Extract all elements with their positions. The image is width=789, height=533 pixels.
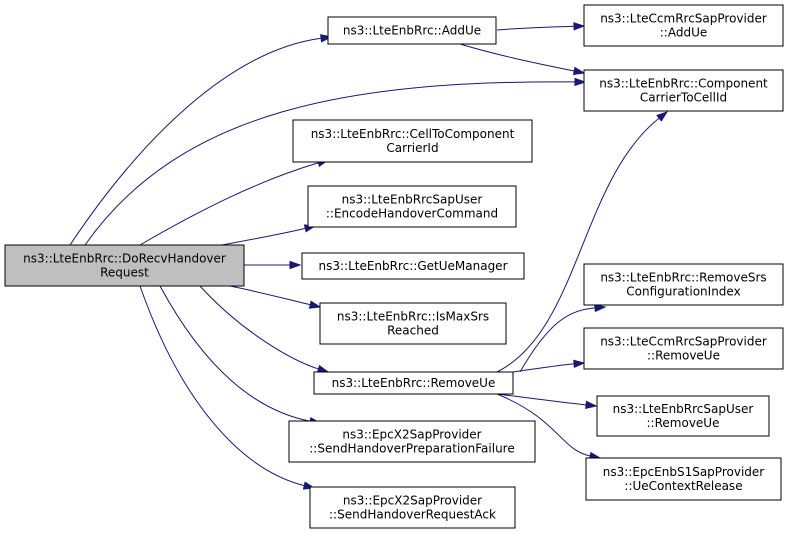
arrowhead-removeue-to-sap_removeue bbox=[585, 400, 598, 410]
node-box bbox=[596, 395, 770, 437]
node-box bbox=[583, 327, 784, 370]
node-label-line: Reached bbox=[387, 324, 439, 338]
node-ccm-addue[interactable]: ns3::LteCcmRrcSapProvider::AddUe bbox=[583, 4, 784, 47]
node-box bbox=[583, 263, 784, 306]
node-label-line: ns3::EpcX2SapProvider bbox=[342, 428, 481, 442]
node-label-line: ns3::LteEnbRrc::Component bbox=[599, 77, 768, 91]
node-sap-removeue[interactable]: ns3::LteEnbRrcSapUser::RemoveUe bbox=[596, 395, 770, 437]
node-box bbox=[292, 119, 533, 163]
node-box bbox=[585, 457, 782, 501]
node-label-line: ns3::EpcEnbS1SapProvider bbox=[603, 465, 764, 479]
node-label-line: ns3::EpcX2SapProvider bbox=[343, 494, 482, 508]
node-addue[interactable]: ns3::LteEnbRrc::AddUe bbox=[327, 16, 497, 45]
edge-root-to-cell_to_cc bbox=[139, 162, 320, 246]
nodes-layer: ns3::LteEnbRrc::DoRecvHandoverRequestns3… bbox=[4, 4, 784, 529]
arrowhead-root-to-removeue bbox=[316, 364, 330, 373]
node-getue[interactable]: ns3::LteEnbRrc::GetUeManager bbox=[301, 252, 525, 280]
node-box bbox=[319, 302, 507, 345]
node-label-line: ns3::LteEnbRrc::AddUe bbox=[343, 24, 481, 38]
edges-layer bbox=[69, 22, 669, 490]
node-prepfail[interactable]: ns3::EpcX2SapProvider::SendHandoverPrepa… bbox=[288, 420, 536, 463]
node-label-line: CarrierToCellId bbox=[640, 91, 727, 105]
node-encode[interactable]: ns3::LteEnbRrcSapUser::EncodeHandoverCom… bbox=[307, 185, 517, 228]
edge-removeue-to-removesrs bbox=[519, 307, 597, 373]
node-label-line: ConfigurationIndex bbox=[626, 285, 740, 299]
node-label-line: ::SendHandoverRequestAck bbox=[329, 508, 496, 522]
node-box bbox=[301, 252, 525, 280]
node-reqack[interactable]: ns3::EpcX2SapProvider::SendHandoverReque… bbox=[309, 486, 516, 529]
node-box bbox=[288, 420, 536, 463]
edge-root-to-cc_to_cell bbox=[84, 81, 577, 246]
edge-root-to-removeue bbox=[199, 285, 320, 370]
node-label-line: ::RemoveUe bbox=[647, 349, 720, 363]
edge-removeue-to-uectx bbox=[496, 393, 592, 457]
node-box bbox=[313, 371, 514, 395]
node-label-line: ns3::LteEnbRrc::IsMaxSrs bbox=[337, 310, 489, 324]
node-label-line: ns3::LteEnbRrc::GetUeManager bbox=[319, 259, 508, 273]
node-label-line: CarrierId bbox=[386, 141, 438, 155]
node-label-line: ns3::LteEnbRrc::RemoveSrs bbox=[600, 271, 766, 285]
node-label-line: ns3::LteCcmRrcSapProvider bbox=[600, 12, 767, 26]
node-removeue[interactable]: ns3::LteEnbRrc::RemoveUe bbox=[313, 371, 514, 395]
node-box bbox=[307, 185, 517, 228]
edge-addue-to-cc_to_cell bbox=[459, 43, 576, 72]
node-label-line: ::SendHandoverPreparationFailure bbox=[309, 442, 514, 456]
node-box bbox=[309, 486, 516, 529]
edge-root-to-ismaxsrs bbox=[229, 285, 312, 306]
node-label-line: ::RemoveUe bbox=[647, 416, 720, 430]
arrowhead-addue-to-cc_to_cell bbox=[572, 66, 586, 76]
edge-removeue-to-ccm_removeue bbox=[512, 363, 576, 373]
node-box bbox=[327, 16, 497, 45]
node-label-line: ns3::LteCcmRrcSapProvider bbox=[600, 335, 767, 349]
node-ccm-removeue[interactable]: ns3::LteCcmRrcSapProvider::RemoveUe bbox=[583, 327, 784, 370]
edge-removeue-to-cc_to_cell bbox=[496, 117, 661, 373]
node-label-line: ns3::LteEnbRrc::RemoveUe bbox=[332, 376, 496, 390]
arrowhead-removeue-to-ccm_removeue bbox=[573, 359, 586, 369]
node-label-line: ns3::LteEnbRrc::DoRecvHandover bbox=[23, 252, 226, 266]
edge-root-to-encode bbox=[221, 227, 307, 246]
arrowhead-removeue-to-removesrs bbox=[594, 303, 607, 313]
node-label-line: Request bbox=[100, 266, 149, 280]
arrowhead-root-to-cc_to_cell bbox=[574, 77, 587, 87]
node-box bbox=[4, 244, 245, 287]
arrowhead-root-to-getue bbox=[289, 260, 302, 270]
edge-root-to-reqack bbox=[139, 285, 306, 487]
node-label-line: ::EncodeHandoverCommand bbox=[326, 207, 498, 221]
arrowhead-addue-to-ccm_addue bbox=[573, 22, 586, 31]
edge-addue-to-ccm_addue bbox=[496, 25, 576, 31]
node-label-line: ns3::LteEnbRrcSapUser bbox=[342, 193, 483, 207]
node-removesrs[interactable]: ns3::LteEnbRrc::RemoveSrsConfigurationIn… bbox=[583, 263, 784, 306]
node-uectx[interactable]: ns3::EpcEnbS1SapProvider::UeContextRelea… bbox=[585, 457, 782, 501]
node-box bbox=[583, 4, 784, 47]
arrowhead-removeue-to-cc_to_cell bbox=[656, 111, 669, 122]
edge-removeue-to-sap_removeue bbox=[496, 393, 588, 406]
arrowhead-root-to-ismaxsrs bbox=[308, 300, 322, 309]
node-label-line: ::UeContextRelease bbox=[624, 479, 742, 493]
node-box bbox=[583, 69, 784, 112]
node-label-line: ns3::LteEnbRrc::CellToComponent bbox=[311, 127, 515, 141]
edge-root-to-addue bbox=[69, 37, 323, 246]
edge-root-to-prepfail bbox=[159, 285, 312, 422]
node-label-line: ns3::LteEnbRrcSapUser bbox=[613, 402, 754, 416]
node-label-line: ::AddUe bbox=[660, 26, 707, 40]
